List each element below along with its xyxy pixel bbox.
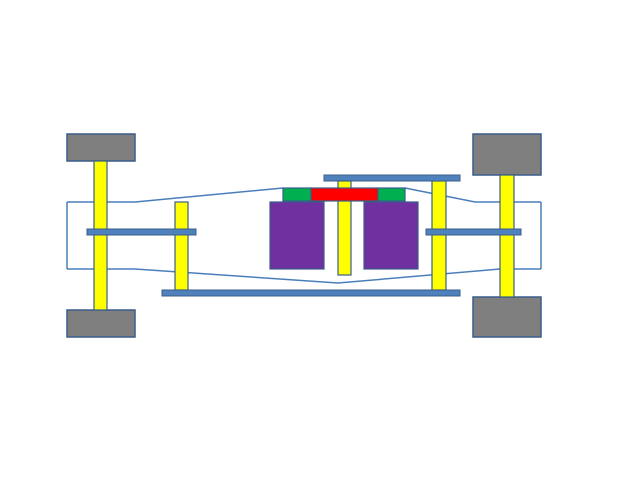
wheel-rear-right <box>472 296 542 338</box>
wheel-rear-left <box>66 309 136 338</box>
chassis-outline-top <box>67 187 284 203</box>
chassis-outline-top-right <box>404 187 541 203</box>
left-motor <box>269 201 325 270</box>
right-axle <box>499 174 515 298</box>
right-cross-bar <box>425 228 522 236</box>
right-motor <box>363 201 419 270</box>
red-block <box>310 187 379 202</box>
bottom-bar <box>161 289 461 297</box>
left-green-block <box>282 187 312 202</box>
wheel-front-right <box>472 133 542 176</box>
left-inner-shaft <box>174 201 189 291</box>
left-cross-bar <box>86 228 197 236</box>
top-bar <box>323 174 461 182</box>
chassis-outline-bottom <box>67 268 541 284</box>
center-shaft <box>337 180 352 276</box>
wheel-front-left <box>66 133 136 162</box>
right-green-block <box>377 187 406 202</box>
